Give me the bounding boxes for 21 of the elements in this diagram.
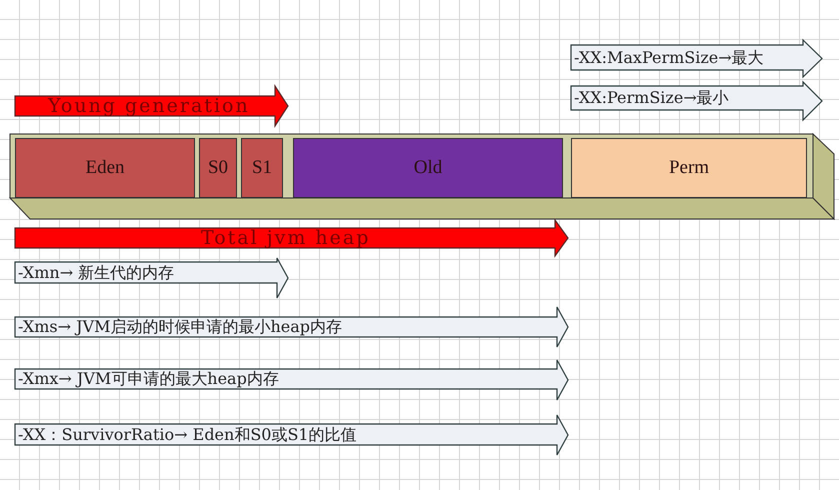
arrow-label: Total jvm heap [201, 228, 370, 248]
memory-region: Perm [571, 138, 807, 198]
arrow-label: -XX:MaxPermSize→最大 [574, 47, 764, 69]
arrow-label: -Xmn→ 新生代的内存 [18, 262, 174, 283]
arrow-label: -Xms→ JVM启动的时候申请的最小heap内存 [18, 317, 342, 337]
memory-region: S1 [241, 138, 283, 198]
memory-region: S0 [199, 138, 237, 198]
arrow-label: -XX：SurvivorRatio→ Eden和S0或S1的比值 [18, 424, 357, 445]
memory-region: Old [293, 138, 563, 198]
parameter-banner [15, 360, 568, 400]
range-banner [15, 220, 568, 256]
arrow-label: -XX:PermSize→最小 [574, 87, 729, 109]
parameter-banner [15, 307, 568, 347]
parameter-banner [15, 415, 568, 455]
parameter-banner [15, 258, 288, 298]
arrow-label: -Xmx→ JVM可申请的最大heap内存 [18, 369, 279, 389]
memory-region: Eden [15, 138, 195, 198]
arrow-label: Young generation [48, 96, 250, 116]
parameter-banner [571, 82, 822, 120]
range-banner [15, 86, 288, 126]
parameter-banner [571, 40, 822, 77]
